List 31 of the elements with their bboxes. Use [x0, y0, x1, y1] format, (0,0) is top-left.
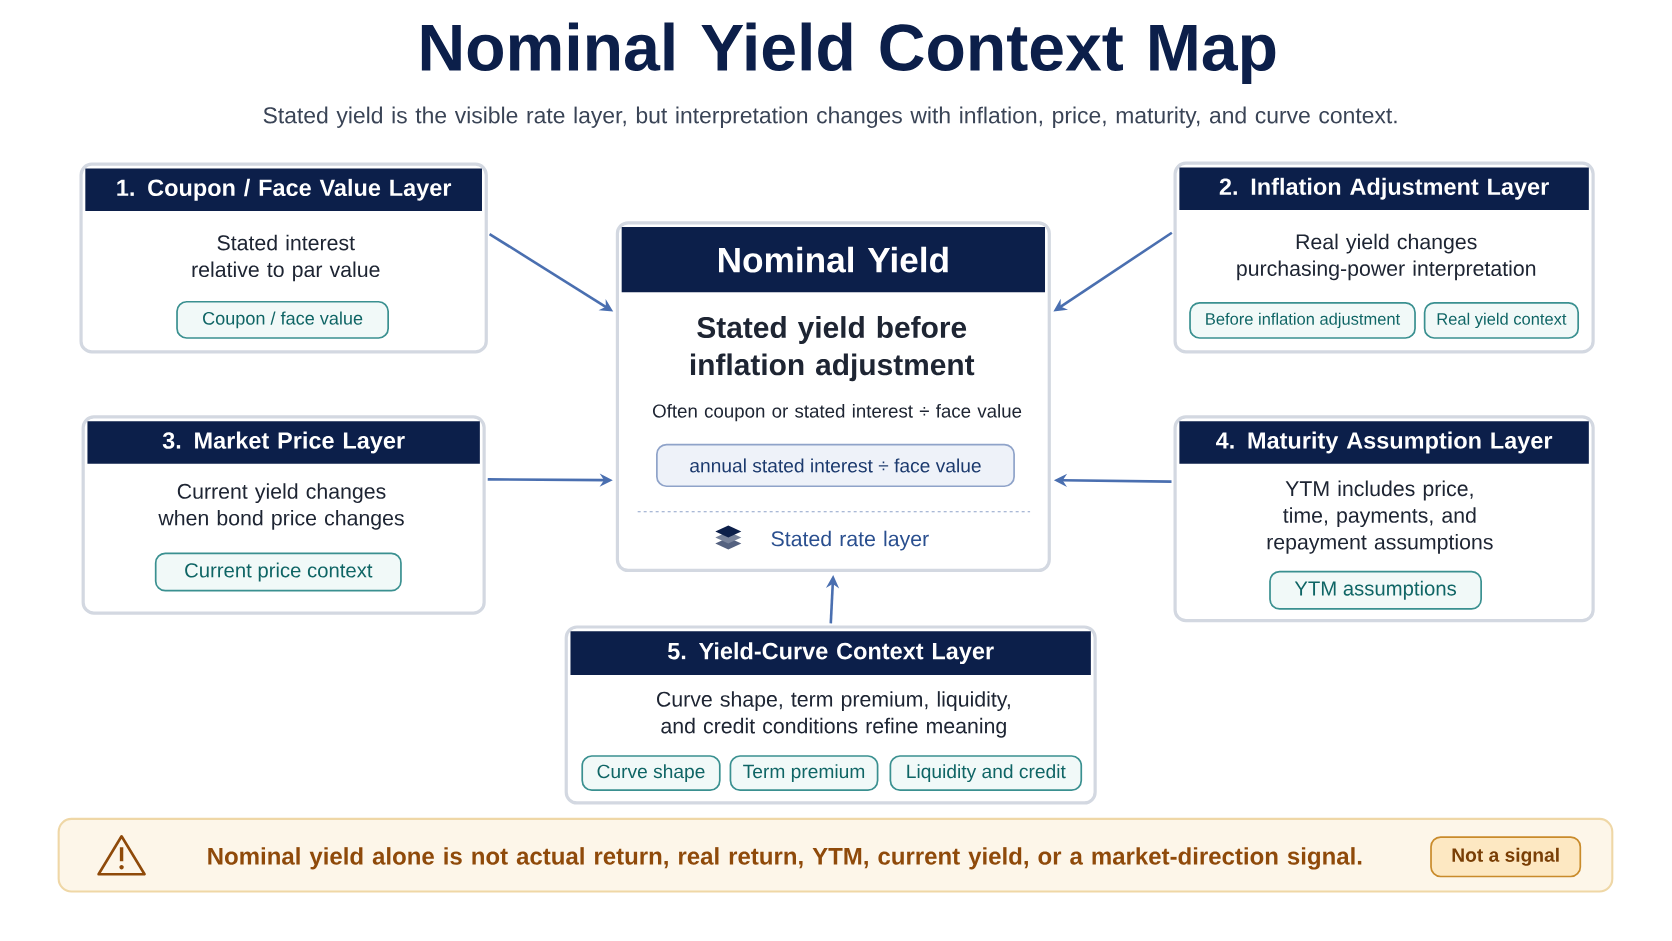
- tag: annual stated interest ÷ face value: [656, 443, 1015, 488]
- tag: Term premium: [729, 755, 879, 791]
- layer-card: [79, 162, 488, 354]
- title: Nominal Yield Context Map: [421, 22, 1276, 85]
- warning-text: Nominal yield alone is not actual return, real return, YTM, current yield, or a market-direction signal.: [208, 847, 1362, 870]
- layer-card: [1173, 415, 1595, 623]
- card-heading: 2. Inflation Adjustment Layer: [1219, 177, 1549, 200]
- card-subheading: Stated yield before inflation adjustment: [690, 316, 975, 382]
- tag: YTM assumptions: [1269, 570, 1482, 610]
- card-text: Stated interest relative to par value: [192, 234, 380, 282]
- card-heading: 5. Yield-Curve Context Layer: [667, 642, 994, 665]
- formula-note: Often coupon or stated interest ÷ face value: [653, 403, 1022, 422]
- card-text: Current yield changes when bond price changes: [158, 483, 404, 530]
- tag: Current price context: [154, 552, 402, 592]
- tag: Not a signal: [1430, 836, 1582, 878]
- layer-card: [615, 221, 1051, 573]
- tag: Real yield context: [1423, 301, 1580, 339]
- tag: Liquidity and credit: [889, 755, 1083, 791]
- card-text: YTM includes price, time, payments, and repayment assumptions: [1267, 480, 1493, 554]
- card-heading: 3. Market Price Layer: [162, 431, 405, 454]
- tag: Before inflation adjustment: [1189, 301, 1416, 339]
- rate-layer-label: Stated rate layer: [771, 530, 929, 551]
- card-text: Curve shape, term premium, liquidity, and credit conditions refine meaning: [657, 691, 1010, 738]
- tag: Curve shape: [581, 755, 721, 791]
- warning-banner: [57, 817, 1614, 893]
- tag: Coupon / face value: [176, 300, 389, 339]
- card-heading: 1. Coupon / Face Value Layer: [117, 178, 452, 201]
- card-heading: Nominal Yield: [719, 246, 948, 273]
- subtitle: Stated yield is the visible rate layer, but interpretation changes with inflation, price, maturity, and curve context.: [263, 106, 1397, 128]
- card-text: Real yield changes purchasing-power interpretation: [1237, 233, 1536, 281]
- card-heading: 4. Maturity Assumption Layer: [1216, 431, 1553, 454]
